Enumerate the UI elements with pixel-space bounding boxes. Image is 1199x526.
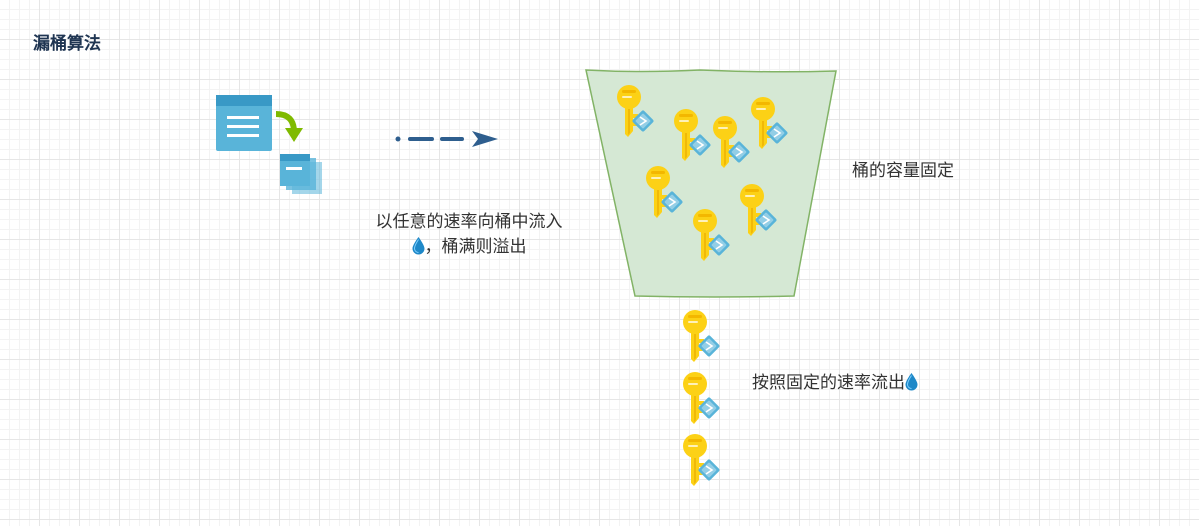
message-queue-icon xyxy=(216,95,322,194)
key-icon xyxy=(682,371,722,425)
outflow-label: 按照固定的速率流出 xyxy=(752,373,905,393)
key-icon xyxy=(682,433,722,487)
inflow-label-line1: 以任意的速率向桶中流入 xyxy=(375,212,563,232)
inflow-label-line2: ，桶满则溢出 xyxy=(424,237,527,257)
inflow-label: 以任意的速率向桶中流入 ，桶满则溢出 xyxy=(354,210,584,260)
water-drop-icon xyxy=(905,373,918,391)
water-drop-icon xyxy=(412,237,424,255)
bucket-capacity-label: 桶的容量固定 xyxy=(852,161,954,181)
diagram-title: 漏桶算法 xyxy=(33,34,101,54)
key-icon xyxy=(682,309,722,363)
inflow-label-line2-wrap: ，桶满则溢出 xyxy=(354,235,584,260)
outflow-label-wrap: 按照固定的速率流出 xyxy=(752,371,918,396)
inflow-arrow xyxy=(395,131,498,147)
